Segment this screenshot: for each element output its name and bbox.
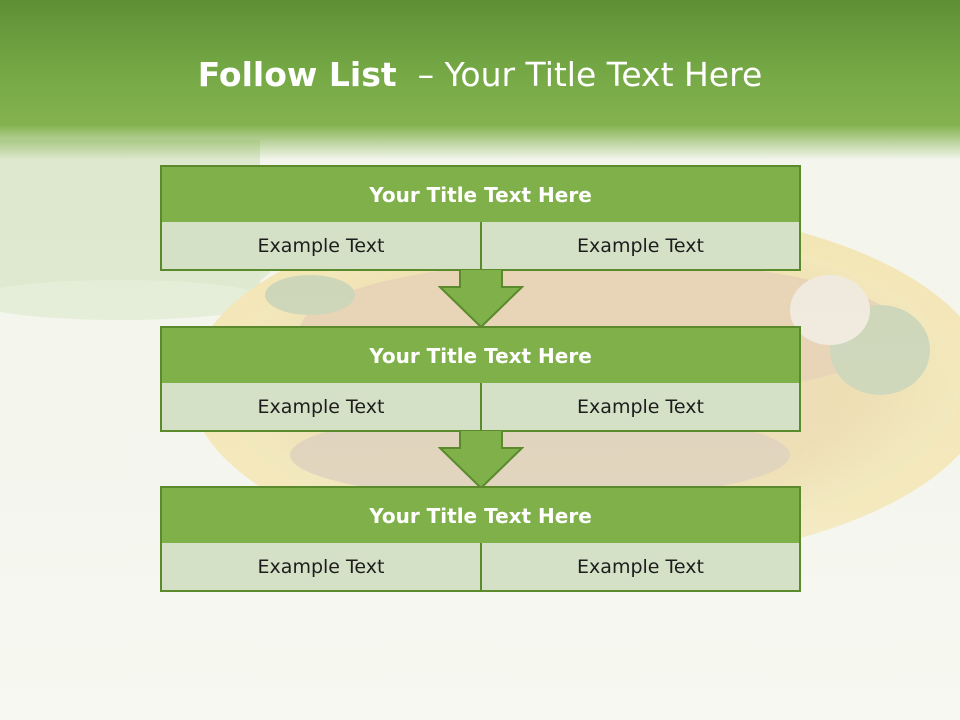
header-band: [0, 0, 960, 160]
down-arrow-icon: [438, 269, 524, 329]
block-right-cell: Example Text: [480, 383, 801, 432]
block-heading: Your Title Text Here: [160, 165, 801, 224]
block-heading: Your Title Text Here: [160, 326, 801, 385]
title-rest: – Your Title Text Here: [417, 55, 763, 94]
block-right-cell: Example Text: [480, 543, 801, 592]
block-left-cell: Example Text: [160, 383, 482, 432]
slide-title: Follow List – Your Title Text Here: [0, 52, 960, 98]
title-bold: Follow List: [197, 55, 397, 94]
down-arrow-icon: [438, 430, 524, 490]
block-right-cell: Example Text: [480, 222, 801, 271]
block-left-cell: Example Text: [160, 222, 482, 271]
block-left-cell: Example Text: [160, 543, 482, 592]
block-heading: Your Title Text Here: [160, 486, 801, 545]
